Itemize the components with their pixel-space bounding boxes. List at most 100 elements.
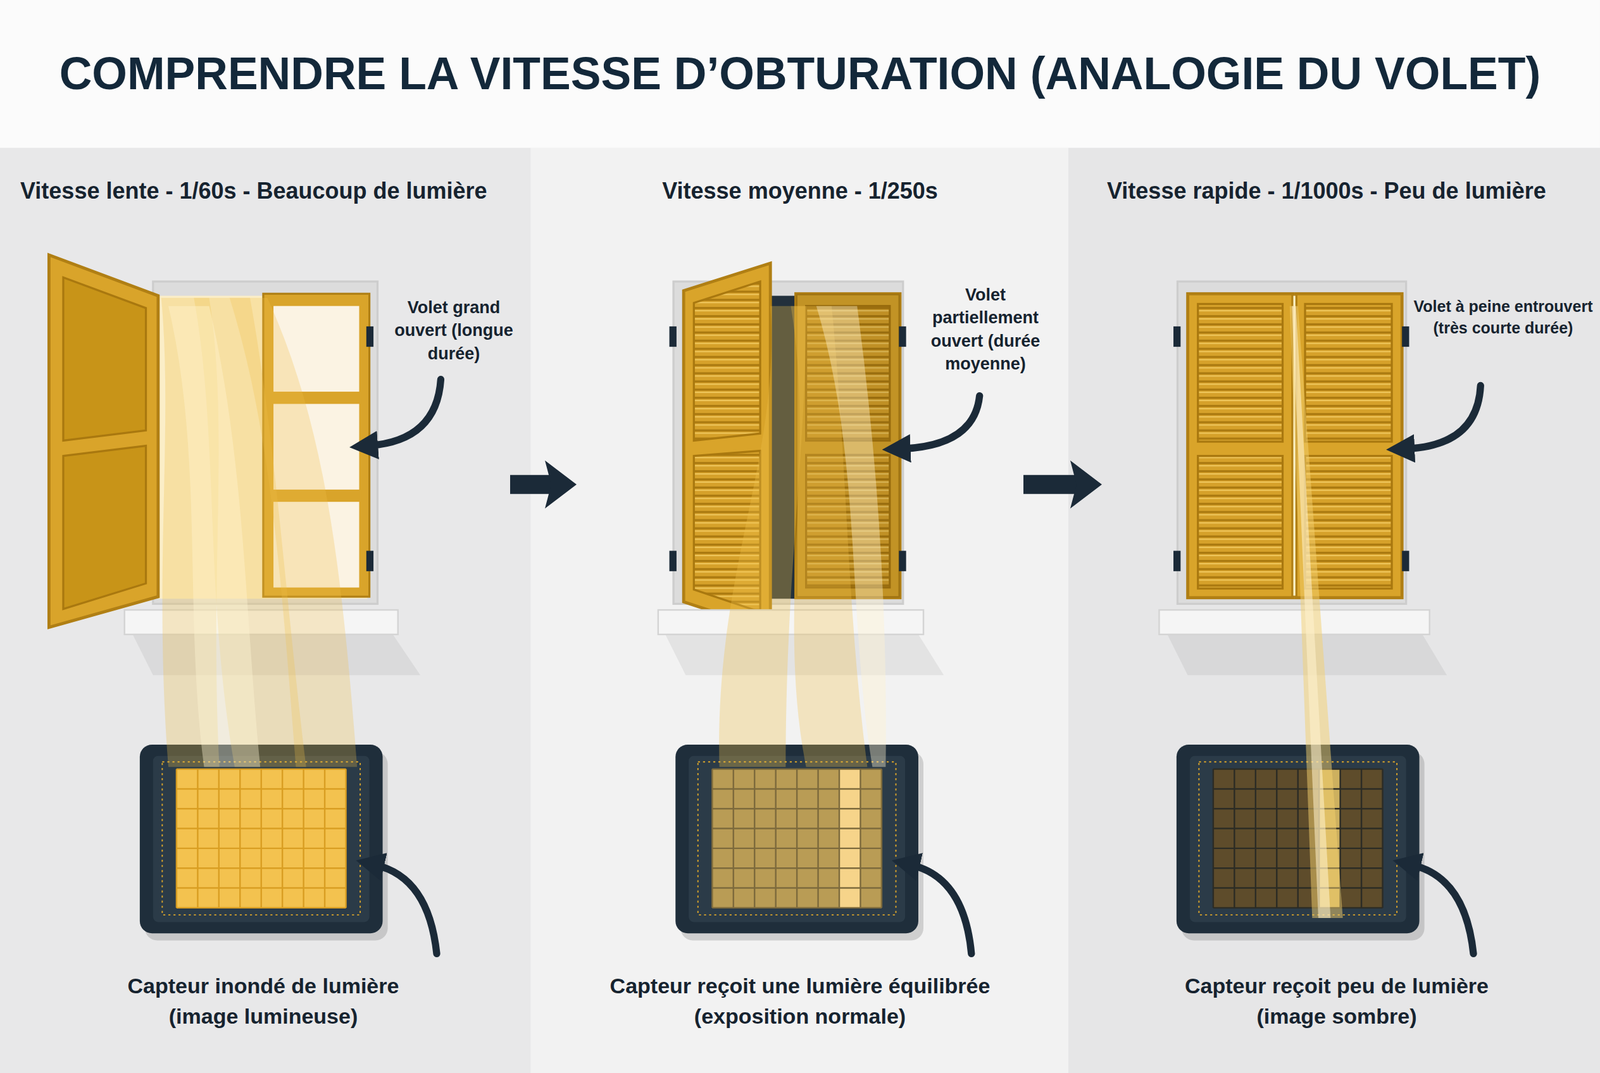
window-open xyxy=(63,277,147,442)
sensor xyxy=(675,744,924,942)
leader-arrow xyxy=(369,379,442,447)
light-rays xyxy=(816,306,887,768)
sensor xyxy=(712,848,882,850)
sensor-caption: Capteur reçoit une lumière équilibrée (e… xyxy=(584,971,1016,1032)
sensor xyxy=(712,769,882,909)
sensor xyxy=(344,769,347,909)
window-closed xyxy=(1401,326,1409,347)
sensor xyxy=(859,769,861,909)
sensor xyxy=(712,768,882,770)
sensor xyxy=(1213,887,1383,889)
sensor xyxy=(711,769,713,909)
sensor xyxy=(139,744,383,934)
sensor xyxy=(796,769,798,909)
leader-arrow xyxy=(901,396,980,955)
sensor xyxy=(1213,848,1383,850)
light-ray xyxy=(1289,306,1344,919)
sensor xyxy=(176,907,347,909)
sensor xyxy=(1213,768,1383,770)
window-closed xyxy=(1198,303,1283,442)
sensor xyxy=(774,769,776,909)
window-closed xyxy=(1158,610,1430,635)
shutter-callout: Volet grand ouvert (longue durée) xyxy=(389,296,519,366)
sensor xyxy=(712,788,882,790)
sensor xyxy=(1189,756,1407,923)
sensor-caption: Capteur reçoit peu de lumière (image som… xyxy=(1165,971,1508,1032)
sensor xyxy=(162,762,361,916)
window-closed xyxy=(1401,551,1409,572)
panel-heading: Vitesse rapide - 1/1000s - Peu de lumièr… xyxy=(1106,177,1594,205)
sensor xyxy=(1213,788,1383,790)
sensor xyxy=(176,808,347,810)
light-ray xyxy=(1291,306,1331,919)
window-half-open xyxy=(898,551,906,572)
sensor xyxy=(698,762,897,916)
sensor xyxy=(176,887,347,889)
leader-arrow xyxy=(1406,385,1482,449)
sensor xyxy=(176,768,347,770)
sensor xyxy=(175,769,178,909)
sensor xyxy=(1297,769,1299,909)
sensor xyxy=(260,769,263,909)
sensor xyxy=(144,751,388,941)
sensor xyxy=(712,907,882,909)
light-ray xyxy=(1289,306,1344,919)
sensor xyxy=(176,788,347,790)
sensor xyxy=(817,769,819,909)
sensor xyxy=(302,769,304,909)
window-open xyxy=(366,326,374,347)
sensor xyxy=(1275,769,1278,909)
light-rays xyxy=(718,306,887,768)
sensor xyxy=(1198,762,1397,916)
sensor xyxy=(1213,769,1383,909)
leader-arrow xyxy=(1412,865,1474,954)
leader-arrow xyxy=(1406,385,1482,954)
window-closed xyxy=(1173,551,1181,572)
window-half-open xyxy=(669,551,677,572)
background-bands xyxy=(1068,148,1600,1073)
sensor xyxy=(839,769,861,909)
sensor xyxy=(1181,751,1425,941)
sensor xyxy=(176,848,347,850)
background-bands xyxy=(0,148,531,1073)
shutter-callout: Volet à peine entrouvert (très courte du… xyxy=(1410,296,1597,340)
sensor xyxy=(139,744,388,942)
light-rays xyxy=(718,306,806,768)
diagram-title: COMPRENDRE LA VITESSE D’OBTURATION (ANAL… xyxy=(59,47,1542,100)
sensor xyxy=(1255,769,1257,909)
panel-heading: Vitesse lente - 1/60s - Beaucoup de lumi… xyxy=(20,177,504,205)
window-closed xyxy=(1173,326,1181,347)
background-bands xyxy=(0,0,1600,149)
window-half-open xyxy=(898,326,906,347)
sensor xyxy=(838,769,840,909)
sensor xyxy=(324,769,326,909)
sensor xyxy=(1360,769,1363,909)
sensor xyxy=(1213,867,1383,869)
sensor xyxy=(1212,769,1214,909)
window-closed xyxy=(1187,293,1294,598)
sensor xyxy=(281,769,283,909)
light-rays xyxy=(168,306,261,768)
sensor xyxy=(1381,769,1383,909)
sensor xyxy=(176,769,347,909)
sensor xyxy=(712,887,882,889)
sensor xyxy=(1176,744,1420,934)
panel-heading: Vitesse moyenne - 1/250s xyxy=(582,177,1018,205)
sensor xyxy=(712,808,882,810)
window-closed xyxy=(1198,456,1283,590)
sensor xyxy=(712,827,882,830)
sensor xyxy=(1213,907,1383,909)
sensor xyxy=(153,756,370,923)
sensor xyxy=(218,769,220,909)
sensor xyxy=(675,744,919,934)
leader-arrow xyxy=(911,865,972,954)
light-rays xyxy=(161,298,358,768)
shutter-callout: Volet partiellement ouvert (durée moyenn… xyxy=(911,283,1061,376)
sensor xyxy=(1213,808,1383,810)
